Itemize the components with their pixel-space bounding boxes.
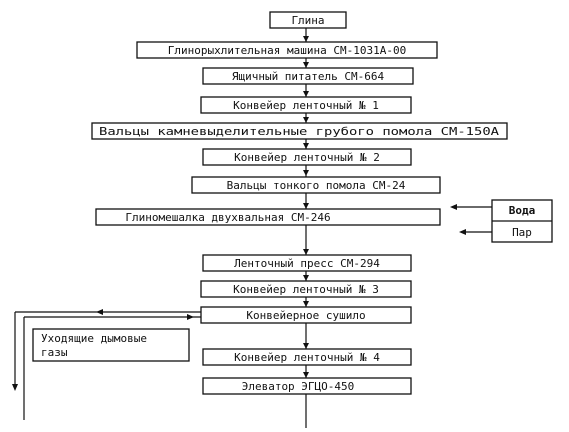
step-belt-conveyor-3: Конвейер ленточный № 3 [200, 280, 412, 298]
arrowhead [303, 62, 309, 68]
arrowhead [303, 249, 309, 255]
step-label: Ленточный пресс СМ-294 [234, 257, 380, 270]
step-label: Ящичный питатель СМ-664 [232, 70, 385, 83]
water-inflow-arrow [450, 204, 492, 210]
exhaust-gases-box: Уходящие дымовые газы [32, 328, 190, 362]
step-conveyor-dryer: Конвейерное сушило [200, 306, 412, 324]
step-box-feeder: Ящичный питатель СМ-664 [202, 67, 414, 85]
step-twin-shaft-clay-mixer: Глиномешалка двухвальная СМ-246 [95, 208, 441, 226]
step-fine-grinding-rollers: Вальцы тонкого помола СМ-24 [191, 176, 441, 194]
step-clay-loosening-machine: Глинорыхлительная машина СМ-1031А-00 [136, 41, 438, 59]
step-elevator: Элеватор ЭГЦО-450 [202, 377, 412, 395]
arrowhead [303, 275, 309, 281]
step-clay: Глина [269, 11, 347, 29]
arrowhead [303, 301, 309, 307]
step-label: Глина [291, 14, 324, 27]
arrowhead [303, 36, 309, 42]
flow-arrowheads [303, 36, 309, 378]
step-label: Конвейер ленточный № 4 [234, 351, 380, 364]
step-label: Конвейер ленточный № 3 [233, 283, 379, 296]
step-label: Вальцы камневыделительные грубого помола… [99, 125, 499, 138]
arrowhead [303, 117, 309, 123]
water-steam-block: Вода Пар [491, 199, 553, 243]
step-belt-conveyor-1: Конвейер ленточный № 1 [200, 96, 412, 114]
step-belt-conveyor-2: Конвейер ленточный № 2 [202, 148, 412, 166]
exhaust-label-line2: газы [41, 346, 68, 359]
flue-gas-lines [12, 309, 201, 420]
exhaust-label-line1: Уходящие дымовые [41, 332, 147, 345]
arrowhead [303, 372, 309, 378]
step-label: Элеватор ЭГЦО-450 [242, 380, 355, 393]
step-label: Глиномешалка двухвальная СМ-246 [125, 211, 330, 224]
steam-label: Пар [512, 226, 532, 239]
step-stone-separating-rollers: Вальцы камневыделительные грубого помола… [91, 122, 508, 140]
water-label: Вода [509, 204, 536, 217]
arrowhead [303, 343, 309, 349]
arrowhead [303, 143, 309, 149]
step-label: Вальцы тонкого помола СМ-24 [227, 179, 406, 192]
step-belt-press: Ленточный пресс СМ-294 [202, 254, 412, 272]
step-belt-conveyor-4: Конвейер ленточный № 4 [202, 348, 412, 366]
steam-inflow-arrow [459, 229, 492, 235]
step-label: Конвейер ленточный № 2 [234, 151, 380, 164]
step-label: Глинорыхлительная машина СМ-1031А-00 [168, 44, 406, 57]
arrowhead [303, 170, 309, 176]
step-label: Конвейерное сушило [246, 309, 365, 322]
arrowhead [303, 203, 309, 209]
step-label: Конвейер ленточный № 1 [233, 99, 379, 112]
arrowhead [303, 91, 309, 97]
